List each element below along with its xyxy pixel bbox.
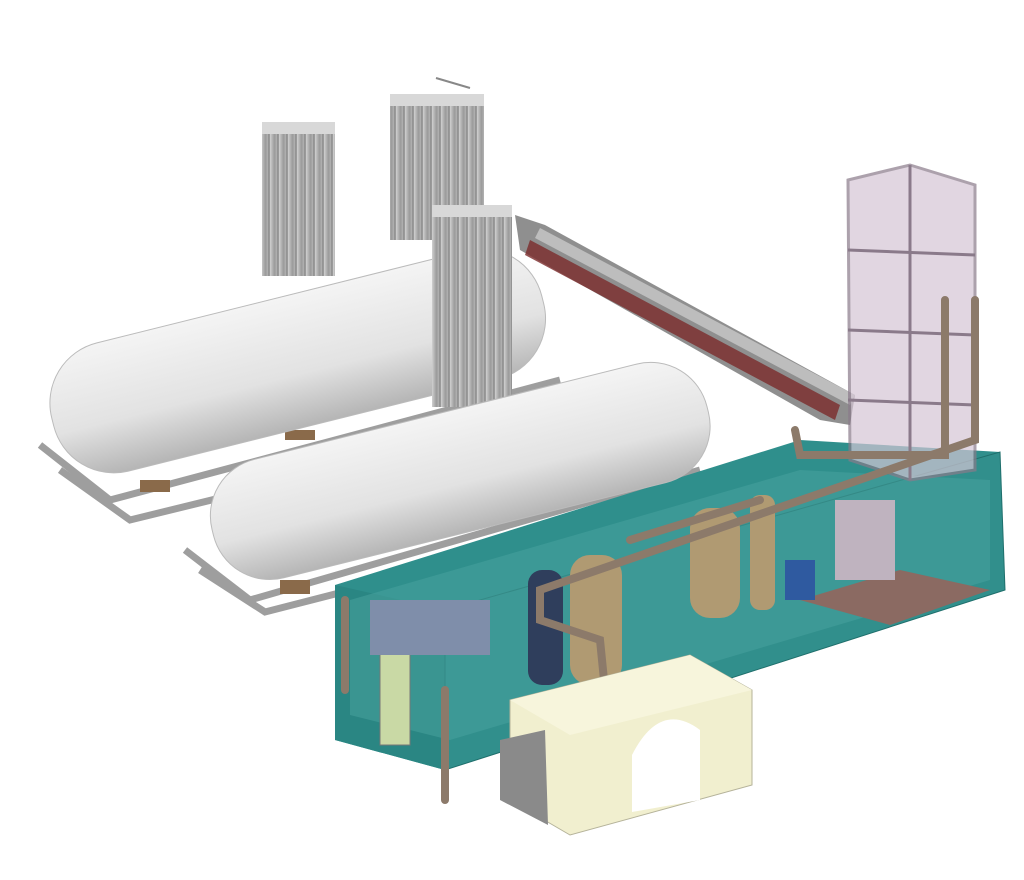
vaporizer-2-rod: [435, 77, 471, 89]
wood-sleepers: [140, 430, 315, 594]
vaporizer-column-3: [432, 212, 512, 407]
piping: [341, 296, 979, 804]
vaporizer-1-top: [262, 122, 335, 134]
cold-box-tower: [846, 163, 977, 482]
control-cabinet: [370, 600, 490, 655]
storage-tank-2: [209, 361, 711, 581]
storage-tank-1: [49, 248, 547, 474]
enclosure-panel: [632, 719, 700, 812]
vaporizer-3-top: [432, 205, 512, 217]
floor-panel: [800, 570, 990, 625]
pipe-rack: [515, 215, 855, 425]
vaporizer-2-top: [390, 94, 484, 106]
container-door: [379, 644, 411, 746]
compressor-enclosure: [500, 654, 753, 836]
vaporizer-column-1: [262, 128, 335, 276]
